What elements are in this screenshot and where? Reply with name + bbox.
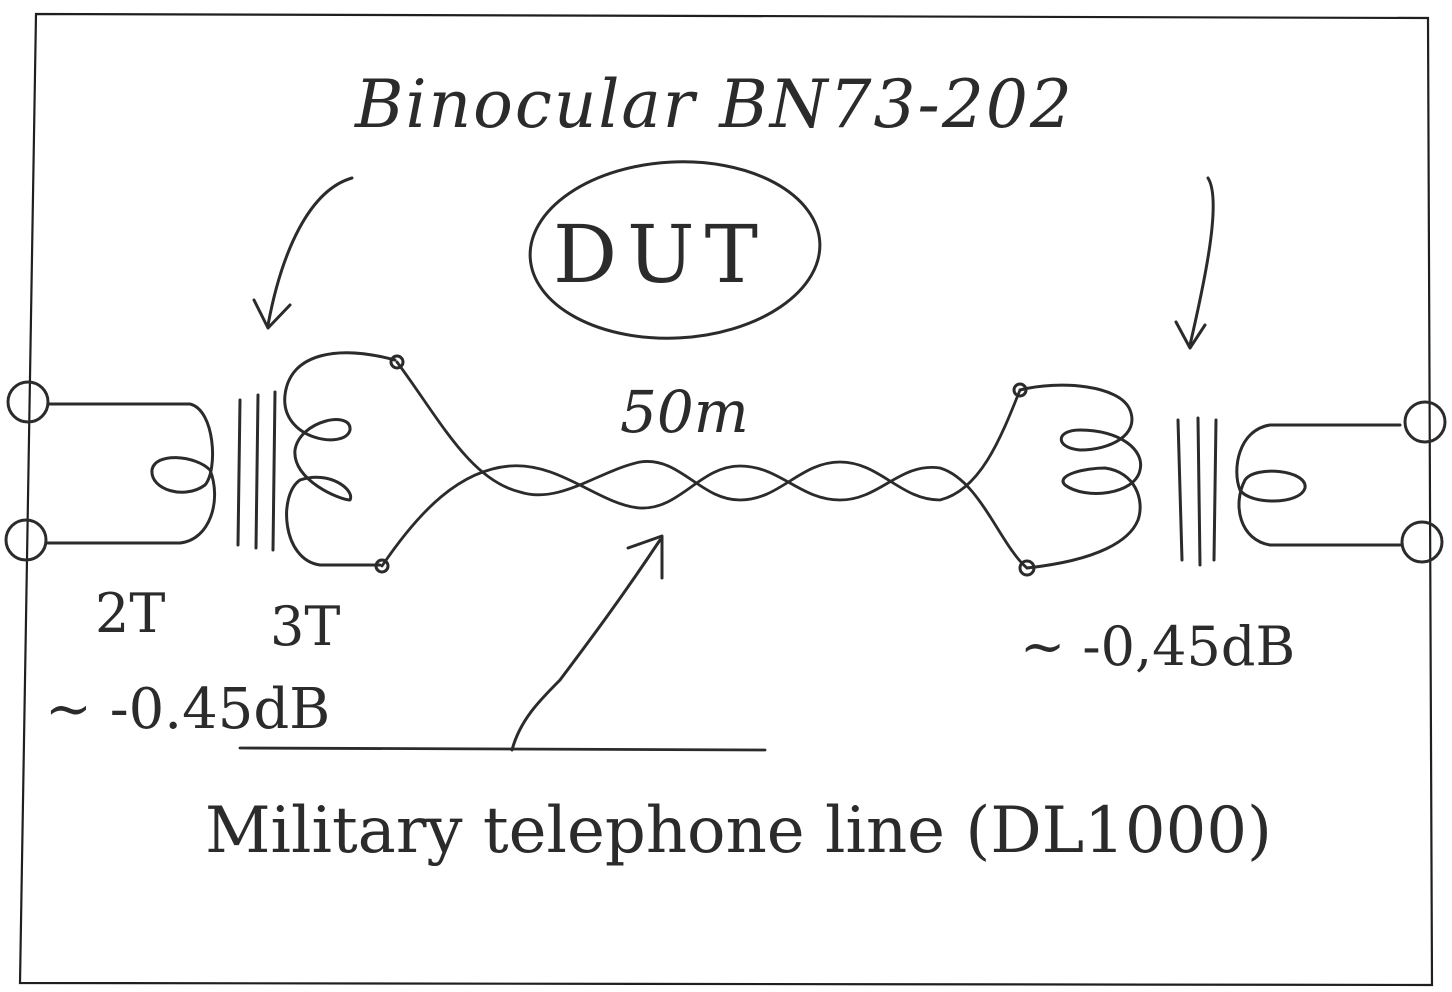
dut-label: DUT	[553, 208, 768, 301]
left-core-arrowhead	[252, 298, 292, 330]
right-primary-winding	[1235, 423, 1402, 547]
line-pointer-arrowhead	[626, 534, 664, 580]
left-secondary-winding	[283, 351, 397, 567]
left-core-bar-3	[271, 390, 277, 552]
title-label: Binocular BN73-202	[354, 66, 1074, 143]
right-secondary-winding	[1018, 383, 1143, 570]
left-terminal-bottom	[4, 518, 48, 562]
dut-circle	[528, 160, 822, 340]
right-core-bar-1	[1176, 418, 1184, 562]
left-primary-turns-label: 2T	[95, 582, 165, 645]
line-description-label: Military telephone line (DL1000)	[205, 794, 1272, 868]
left-core-bar-1	[236, 398, 242, 547]
line-length-label: 50m	[620, 378, 749, 446]
left-primary-winding	[46, 402, 217, 545]
right-core-arrowhead	[1174, 320, 1207, 350]
right-loss-label: ~ -0,45dB	[1020, 615, 1295, 678]
twisted-pair-wire-a	[395, 360, 1022, 502]
frame-border	[18, 12, 1434, 987]
left-tap-bottom	[374, 558, 390, 574]
right-core-bar-2	[1196, 416, 1202, 567]
right-core-bar-3	[1212, 418, 1218, 562]
right-core-arrow	[1188, 176, 1215, 347]
right-terminal-top	[1403, 400, 1447, 444]
line-pointer-arrow	[510, 538, 662, 752]
twisted-pair-wire-b	[380, 464, 1029, 570]
left-core-bar-2	[254, 393, 260, 550]
left-terminal-top	[6, 380, 50, 424]
underline-stroke	[238, 746, 767, 752]
left-loss-label: ~ -0.45dB	[45, 677, 330, 742]
left-tap-top	[389, 354, 405, 370]
left-secondary-turns-label: 3T	[270, 595, 340, 658]
left-core-arrow	[266, 176, 354, 327]
right-terminal-bottom	[1400, 520, 1444, 564]
